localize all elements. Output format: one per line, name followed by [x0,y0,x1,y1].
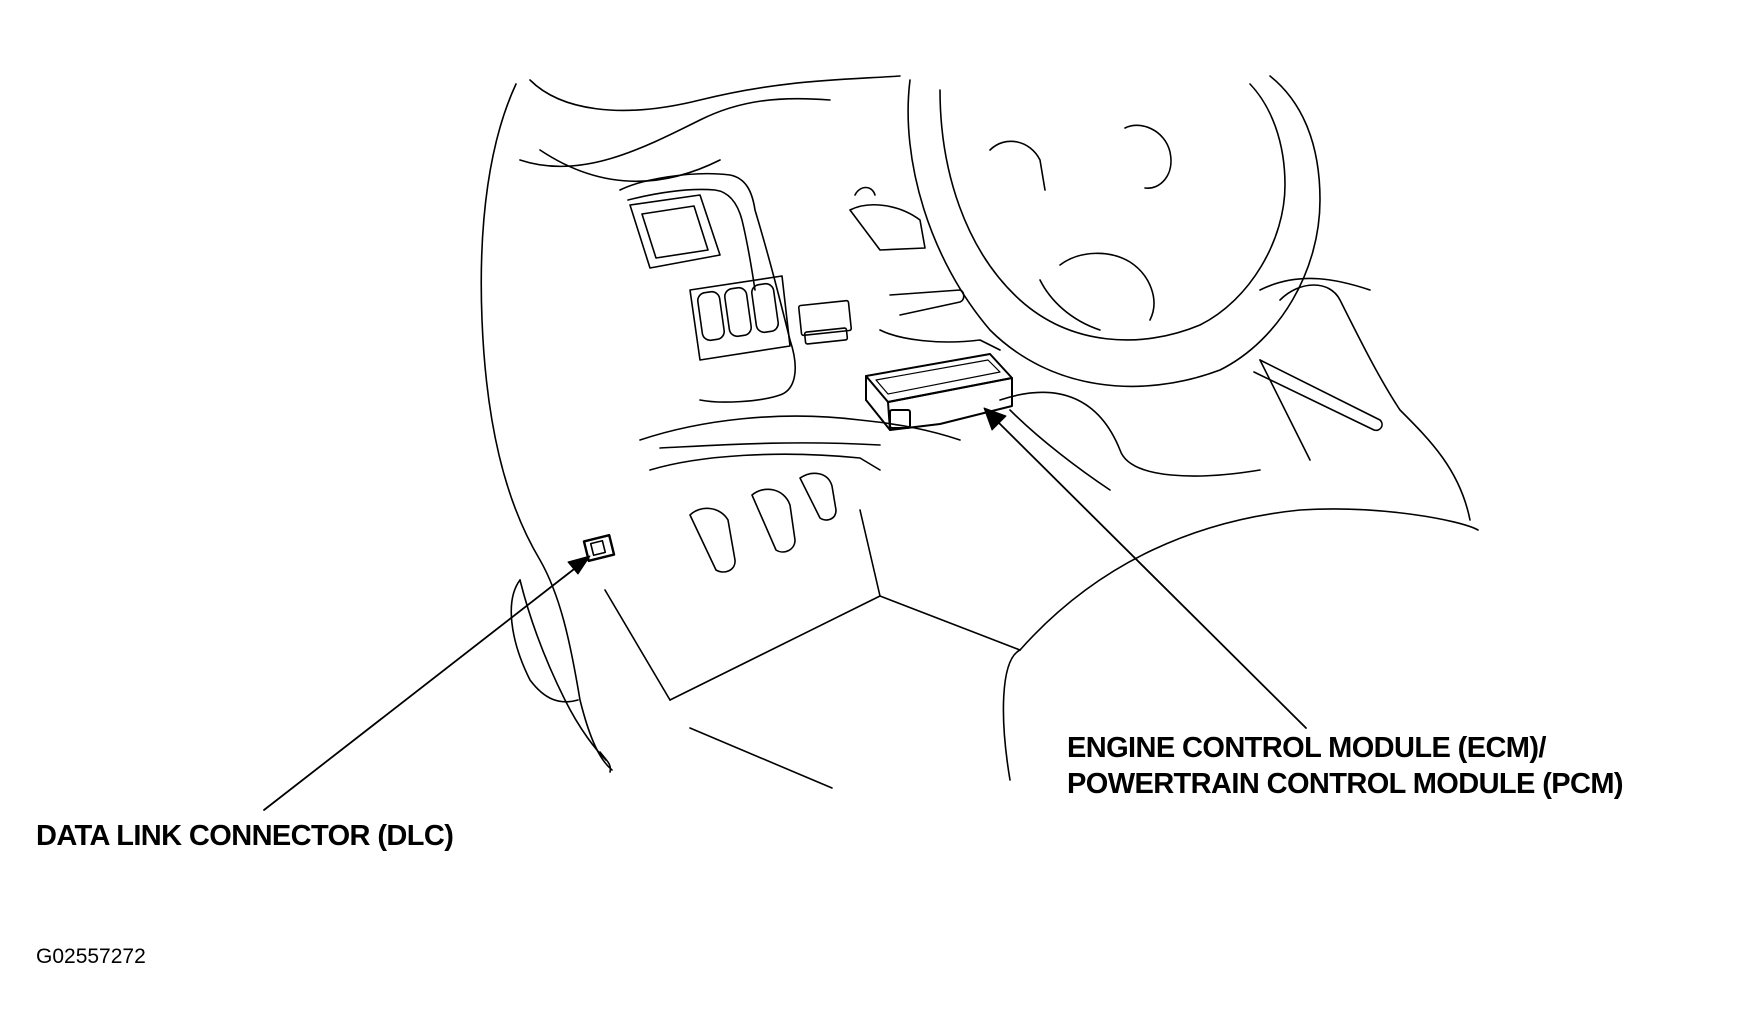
floor-edge [605,590,670,700]
seat-side [1260,360,1310,460]
center-bezel-outer [620,174,795,402]
steering-wheel-cutout [1125,125,1171,188]
dash-lower-edge [660,443,880,448]
ecm-pcm-box [866,354,1012,430]
ecm-arrowhead [984,408,1006,430]
pedal-left [690,508,735,572]
relay-box [799,300,852,335]
dlc-arrowhead [568,556,590,574]
dlc-label: DATA LINK CONNECTOR (DLC) [36,820,454,852]
ecm-leader-line [996,420,1306,728]
steering-wheel-hub [1040,280,1100,330]
console-right [1000,392,1260,476]
stalk-upper [855,188,875,196]
vent-upper-inner [642,206,708,258]
door-edge [511,580,578,702]
column-shroud [850,205,925,250]
floor-line-3 [690,728,832,788]
floor-line-2 [860,510,880,596]
dlc-connector [584,535,614,561]
dlc-leader-line [264,566,578,810]
ecm-label-line-2: POWERTRAIN CONTROL MODULE (PCM) [1067,768,1624,800]
windshield-lower [540,150,720,181]
dash-top-edge-2 [520,99,830,167]
steering-wheel-rim-outer [908,76,1320,386]
steering-wheel-cutout-2 [990,141,1045,190]
knee-bolster [650,454,880,470]
right-dash-edge [1260,278,1370,290]
center-bezel-inner [628,189,755,290]
dash-top-edge [530,76,900,110]
pedal-center [752,489,795,552]
switch-panel [690,276,790,360]
relay-box-base [804,328,847,344]
stalk-lower [890,290,964,315]
right-lower-curve [1003,650,1020,780]
seat-lever [1254,360,1382,430]
pillar-bottom [600,752,610,772]
pedal-right [800,473,836,520]
console-right-2 [1010,410,1110,490]
steering-column [880,330,1000,350]
switch-slot-3 [751,283,779,334]
steering-wheel-rim-inner [940,84,1285,340]
a-pillar-inner [520,580,606,760]
right-floor [1020,509,1478,650]
ecm-pcm-label: ENGINE CONTROL MODULE (ECM)/ POWERTRAIN … [1067,730,1624,802]
a-pillar-outline [481,84,612,770]
seat-outline [1280,285,1470,520]
vent-upper [630,195,720,268]
switch-slot-2 [724,287,752,338]
ecm-label-line-1: ENGINE CONTROL MODULE (ECM)/ [1067,732,1546,764]
figure-id: G02557272 [36,945,146,968]
dash-lower-sweep [640,416,960,440]
switch-slot-1 [697,291,725,342]
steering-wheel-spoke [1060,253,1154,320]
floor-line-1 [670,596,1020,700]
